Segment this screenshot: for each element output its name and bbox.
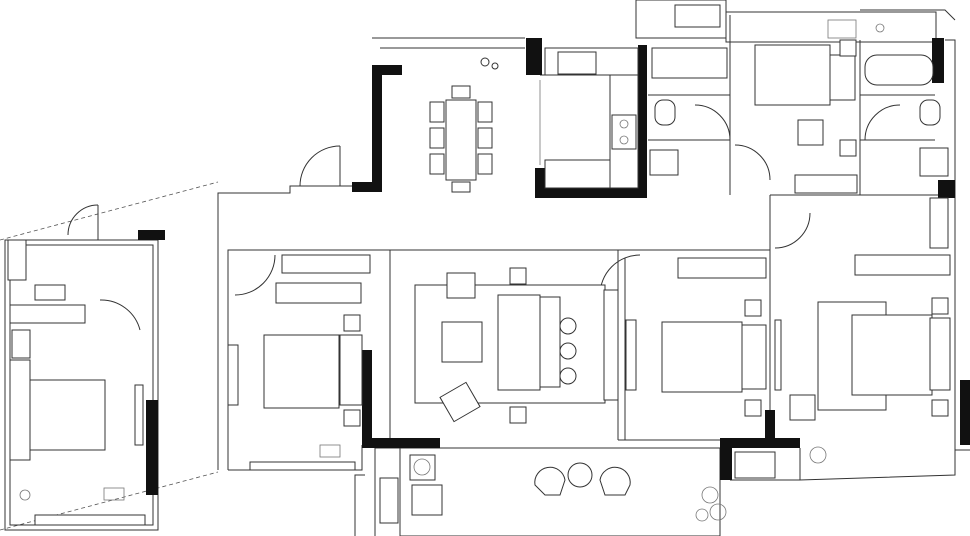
kitchen xyxy=(539,47,639,189)
bedroom-middle xyxy=(625,257,767,417)
outer-walls xyxy=(217,0,970,536)
dining-table xyxy=(429,57,499,193)
living-room xyxy=(414,267,619,424)
master-bedroom xyxy=(774,197,951,421)
structural-walls xyxy=(138,38,970,495)
bedroom-top xyxy=(754,19,858,194)
projection-line-top xyxy=(0,181,219,241)
bedroom-left xyxy=(227,254,371,471)
balcony xyxy=(379,446,827,524)
bathrooms xyxy=(649,4,949,177)
detached-bedroom xyxy=(4,204,159,531)
